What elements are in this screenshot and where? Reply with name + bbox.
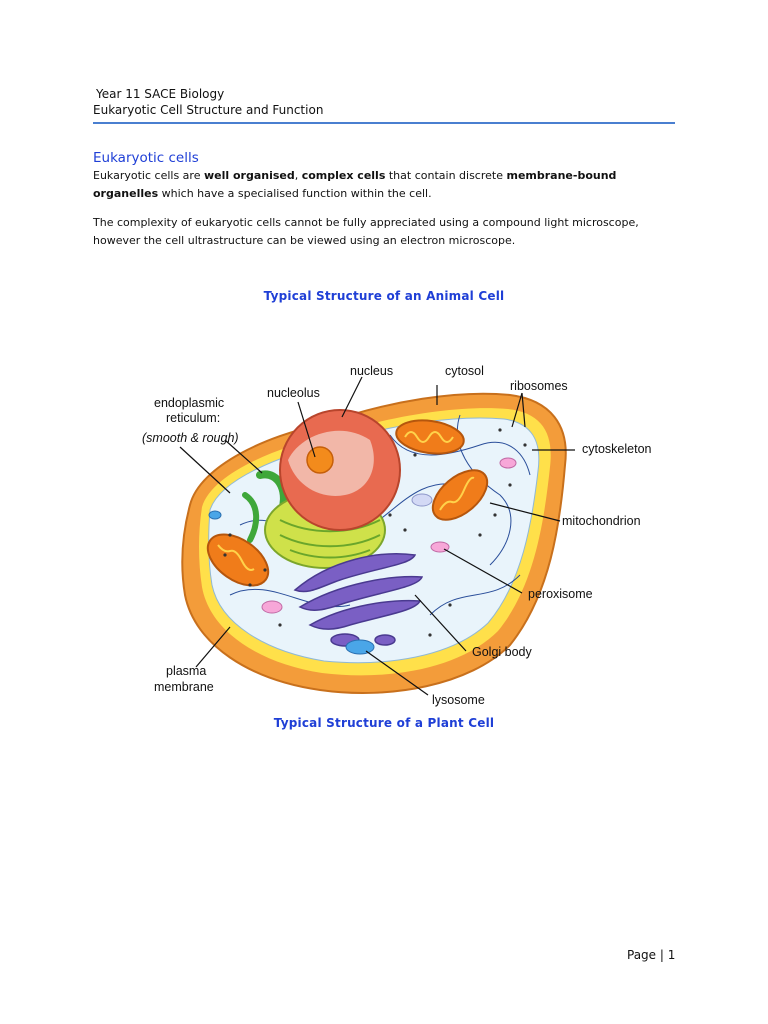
leader-lines (179, 376, 575, 696)
page-footer: Page | 1 (627, 948, 675, 962)
label-plasma-1: plasma (166, 664, 206, 678)
nucleus (279, 409, 401, 531)
text-run: , (294, 169, 302, 182)
label-cytosol: cytosol (445, 364, 484, 378)
vesicle-pink (499, 457, 517, 469)
lysosome (345, 639, 375, 655)
document-header: Year 11 SACE Biology Eukaryotic Cell Str… (93, 86, 675, 124)
label-peroxisome: peroxisome (528, 587, 593, 601)
label-mitochondrion: mitochondrion (562, 514, 641, 528)
animal-cell-diagram: nucleus cytosol ribosomes endoplasmic re… (142, 364, 652, 707)
page-label: Page (627, 948, 657, 962)
vesicle-blue (411, 493, 433, 507)
bold-term-complex-cells: complex cells (301, 169, 386, 182)
golgi-body (293, 553, 424, 647)
label-lysosome: lysosome (432, 693, 485, 707)
topic-title: Eukaryotic Cell Structure and Function (93, 103, 324, 117)
bold-term-organelles: membrane-bound organelles (93, 169, 617, 200)
mitochondria (206, 419, 489, 587)
header-rule (93, 122, 675, 124)
label-er-3: (smooth & rough) (142, 431, 239, 445)
course-name: Year 11 SACE Biology (96, 87, 225, 101)
text-run: Eukaryotic cells are (93, 169, 204, 182)
section-heading: Eukaryotic cells (93, 150, 199, 166)
bold-term-well-organised: well organised (203, 169, 295, 182)
page-separator: | (659, 948, 668, 962)
ribosome-dots (223, 428, 527, 637)
label-er-2: reticulum: (166, 411, 220, 425)
label-cytoskeleton: cytoskeleton (582, 442, 652, 456)
text-run: which have a specialised function within… (158, 186, 432, 200)
animal-cell-caption: Typical Structure of an Animal Cell (263, 289, 505, 303)
label-er-1: endoplasmic (154, 396, 224, 410)
label-ribosomes: ribosomes (510, 379, 568, 393)
microscope-paragraph: The complexity of eukaryotic cells canno… (93, 216, 639, 247)
label-plasma-2: membrane (154, 680, 214, 694)
plant-cell-caption: Typical Structure of a Plant Cell (273, 716, 495, 730)
page-number: 1 (667, 948, 676, 962)
label-nucleolus: nucleolus (267, 386, 320, 400)
vesicle-blue-2 (208, 510, 222, 520)
vesicle-pink-2 (261, 600, 283, 614)
intro-paragraph: Eukaryotic cells are well organised, com… (93, 167, 673, 202)
text-run: that contain discrete (385, 169, 507, 182)
label-golgi: Golgi body (472, 645, 533, 659)
label-nucleus: nucleus (350, 364, 393, 378)
